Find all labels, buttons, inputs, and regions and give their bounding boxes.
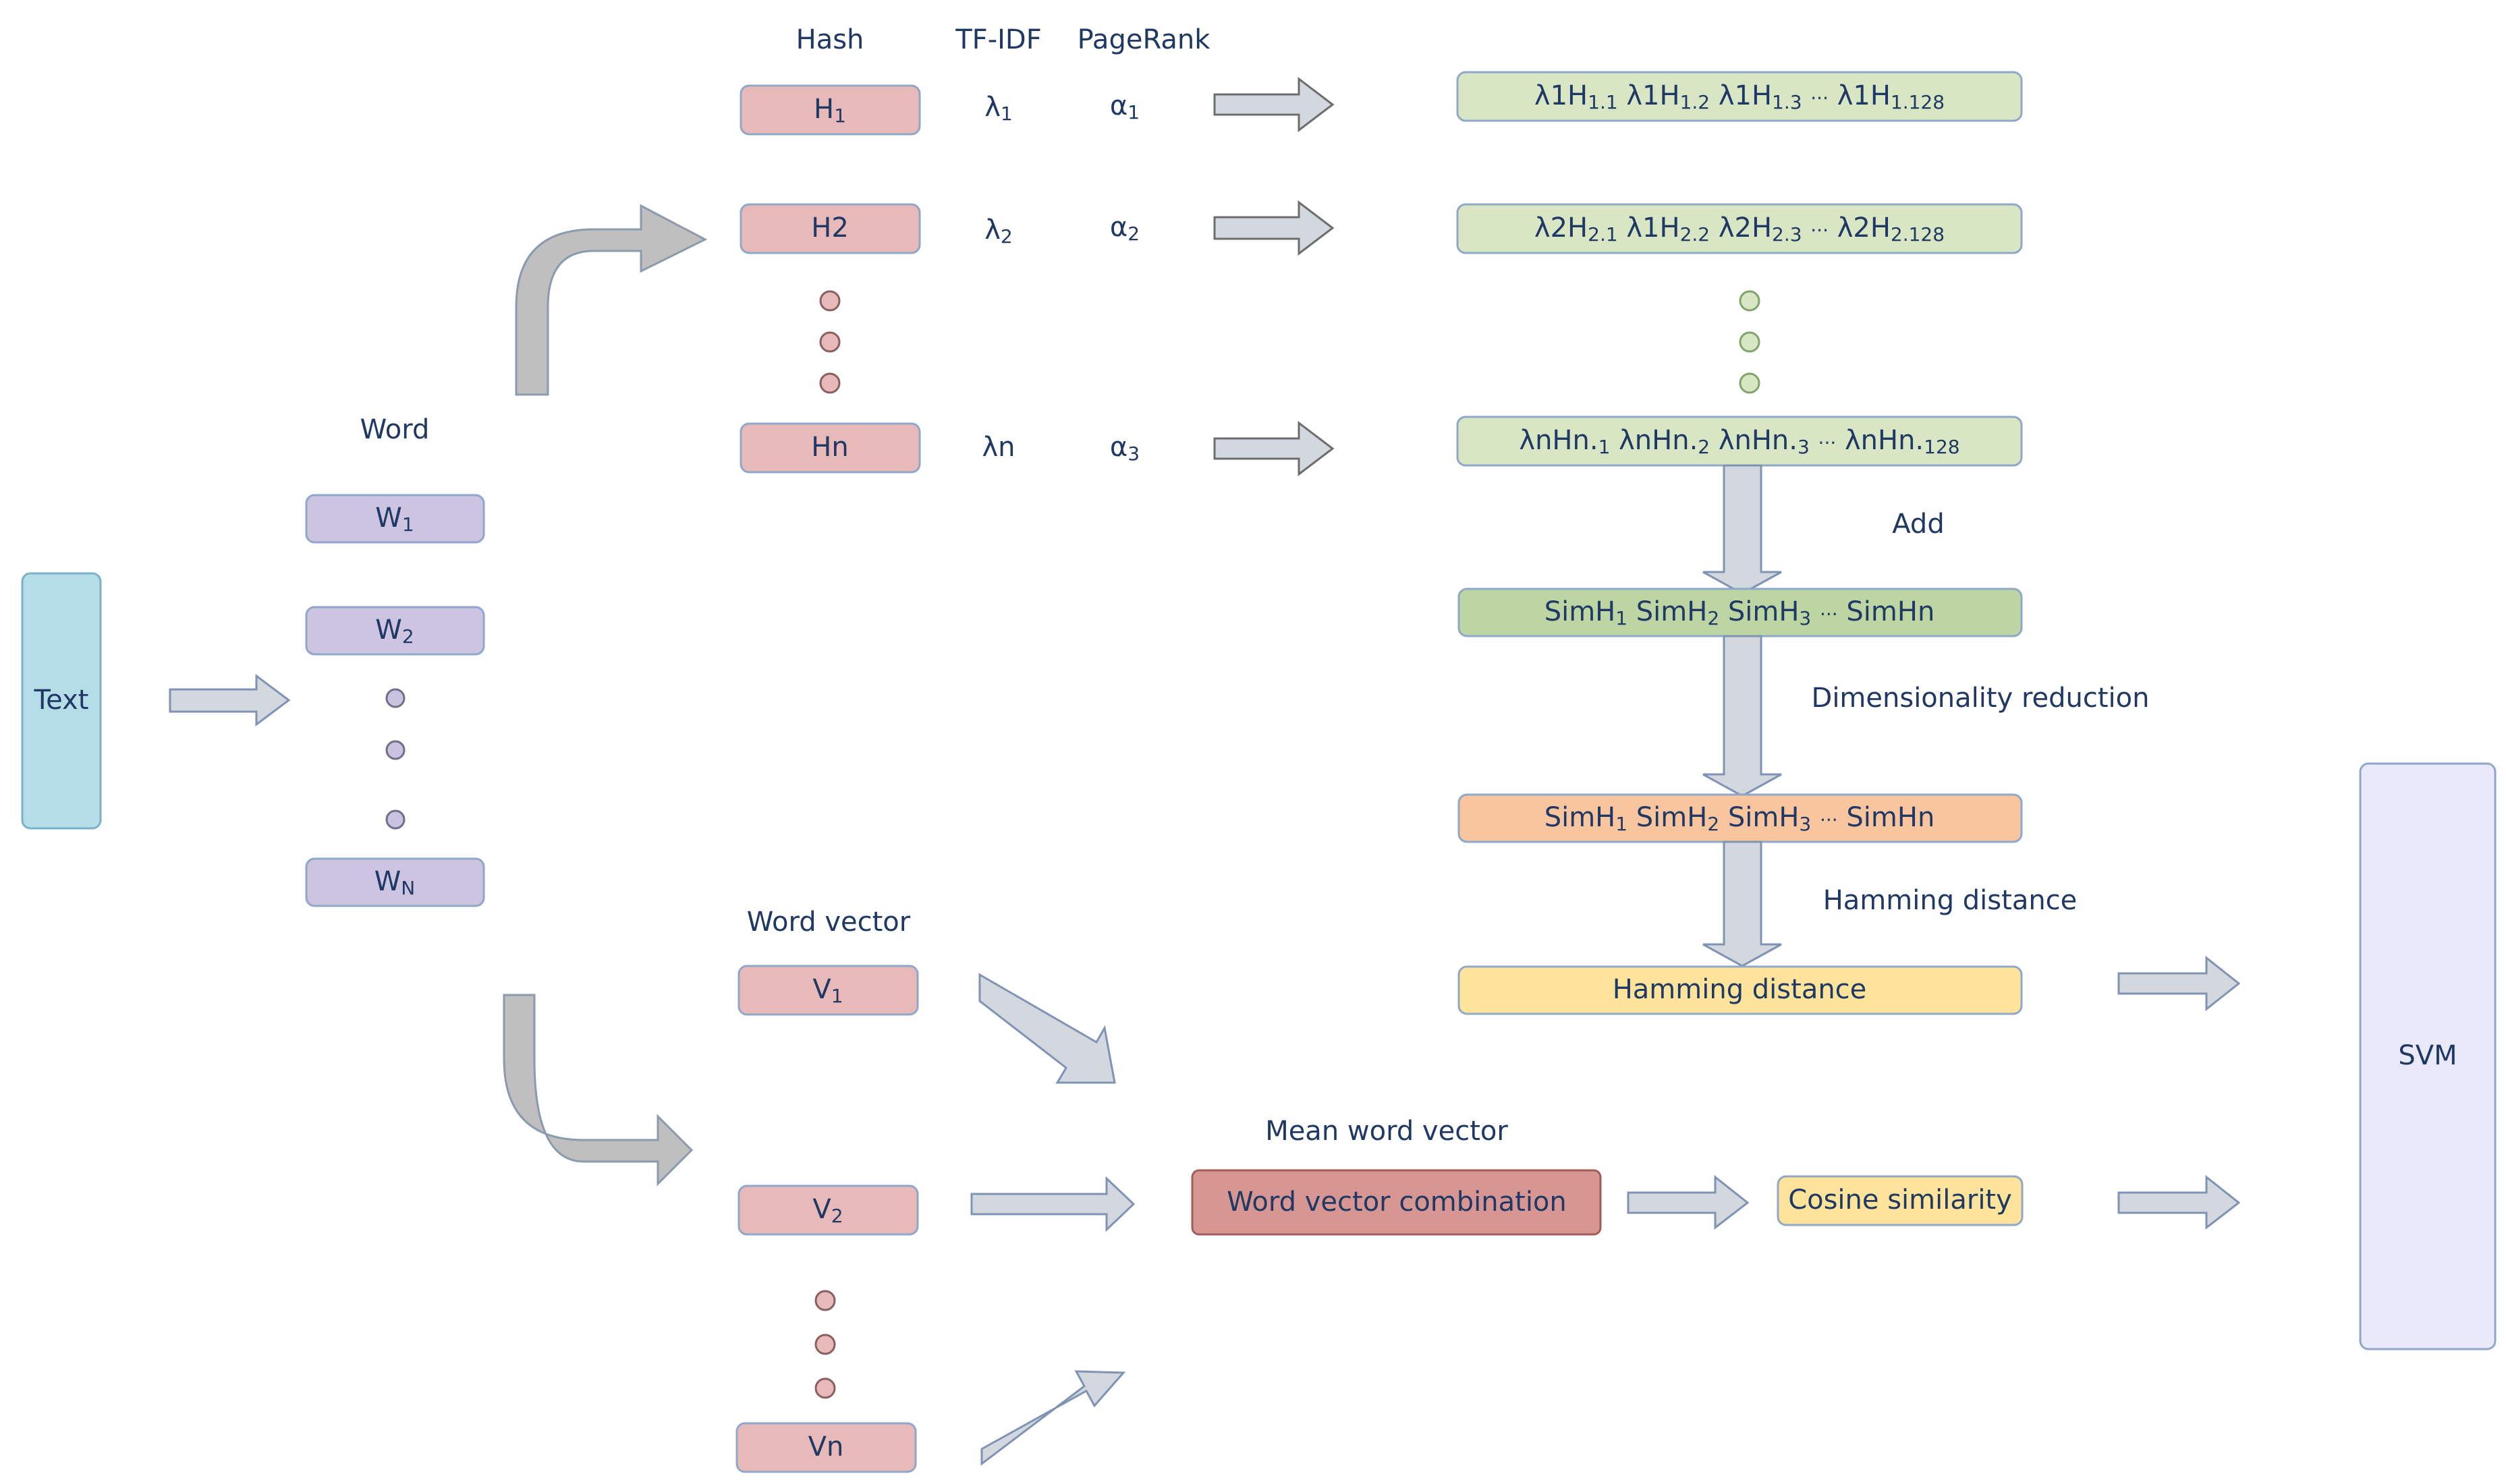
cosine-similarity-label: Cosine similarity (1788, 1185, 2012, 1216)
text-node-label: Text (34, 685, 89, 716)
word-vector-ellipsis-dots (814, 1290, 836, 1399)
bent-arrow-to-hash (515, 204, 708, 396)
hash-heading: Hash (796, 24, 864, 55)
word-box-n-label: WN (374, 866, 416, 899)
word-vector-box-2-label: V2 (812, 1194, 843, 1227)
pagerank-weight-1: α1 (1110, 90, 1140, 123)
reduced-simhash-row: SimH1 SimH2 SimH3 ··· SimHn (1457, 793, 2023, 843)
tfidf-heading: TF-IDF (955, 24, 1041, 55)
weighted-vector-2: λ2H2.1 λ1H2.2 λ2H2.3 ··· λ2H2.128 (1456, 203, 2023, 254)
tfidf-weight-1: λ1 (984, 92, 1013, 125)
bent-arrow-to-word-vectors (503, 994, 694, 1187)
hash-ellipsis-dots (819, 290, 841, 394)
word-ellipsis-dots (385, 688, 406, 830)
add-label: Add (1892, 509, 1944, 540)
reduced-simhash-row-values: SimH1 SimH2 SimH3 ··· SimHn (1544, 802, 1935, 835)
pagerank-weight-2: α2 (1110, 212, 1140, 245)
word-vector-box-2: V2 (737, 1185, 919, 1236)
mean-word-vector-label: Mean word vector (1265, 1116, 1508, 1147)
arrow-vn-to-combination (980, 1370, 1126, 1466)
word-vector-combination-box: Word vector combination (1191, 1169, 1602, 1236)
word-box-2-label: W2 (375, 615, 414, 648)
weighted-vector-n-values: λnHn.1 λnHn.2 λnHn.3 ··· λnHn.128 (1519, 425, 1959, 458)
weighted-vector-1: λ1H1.1 λ1H1.2 λ1H1.3 ··· λ1H1.128 (1456, 71, 2023, 122)
arrow-hamming-to-svm (2117, 955, 2241, 1012)
svm-label: SVM (2398, 1040, 2457, 1071)
text-node: Text (21, 572, 102, 830)
cosine-similarity-box: Cosine similarity (1777, 1175, 2024, 1226)
arrow-cosine-to-svm (2117, 1174, 2241, 1230)
arrow-combination-to-cosine (1627, 1174, 1750, 1230)
pagerank-heading: PageRank (1078, 24, 1211, 55)
word-box-2: W2 (305, 606, 485, 656)
arrow-v2-to-combination (970, 1176, 1136, 1232)
hash-box-n: Hn (740, 422, 921, 474)
vector-ellipsis-dots (1739, 290, 1760, 394)
word-box-n: WN (305, 857, 485, 907)
hamming-distance-box: Hamming distance (1457, 965, 2023, 1015)
simhash-row-values: SimH1 SimH2 SimH3 ··· SimHn (1544, 596, 1935, 629)
arrow-v1-to-combination (978, 973, 1116, 1084)
arrow-text-to-words (169, 674, 291, 726)
tfidf-weight-n: λn (982, 432, 1015, 463)
word-vector-box-1: V1 (737, 965, 919, 1016)
hash-box-1: H1 (740, 84, 921, 136)
weighted-vector-n: λnHn.1 λnHn.2 λnHn.3 ··· λnHn.128 (1456, 416, 2023, 467)
tfidf-weight-2: λ2 (984, 215, 1013, 248)
hash-box-n-label: Hn (811, 432, 848, 463)
simhash-row: SimH1 SimH2 SimH3 ··· SimHn (1457, 588, 2023, 637)
word-vector-box-1-label: V1 (812, 974, 843, 1007)
arrow-row-n (1213, 420, 1335, 477)
weighted-vector-2-values: λ2H2.1 λ1H2.2 λ2H2.3 ··· λ2H2.128 (1534, 212, 1945, 246)
hamming-distance-step-label: Hamming distance (1823, 885, 2078, 916)
hash-box-2: H2 (740, 203, 921, 254)
dimensionality-reduction-label: Dimensionality reduction (1812, 683, 2150, 714)
hamming-distance-box-label: Hamming distance (1613, 974, 1867, 1005)
word-vector-box-n-label: Vn (808, 1431, 844, 1462)
pagerank-weight-n: α3 (1110, 432, 1140, 465)
hash-box-2-label: H2 (811, 212, 849, 244)
arrow-hamming-distance (1702, 840, 1782, 967)
arrow-dimensionality-reduction (1702, 635, 1782, 797)
word-box-1-label: W1 (375, 503, 414, 536)
word-heading: Word (360, 414, 430, 445)
weighted-vector-1-values: λ1H1.1 λ1H1.2 λ1H1.3 ··· λ1H1.128 (1534, 80, 1945, 113)
arrow-row-1 (1213, 76, 1335, 133)
word-vector-heading: Word vector (747, 907, 911, 938)
svm-node: SVM (2359, 762, 2497, 1350)
hash-box-1-label: H1 (814, 94, 846, 127)
arrow-row-2 (1213, 200, 1335, 256)
arrow-add (1702, 464, 1782, 595)
word-vector-box-n: Vn (735, 1422, 917, 1473)
word-vector-combination-label: Word vector combination (1227, 1187, 1567, 1218)
word-box-1: W1 (305, 494, 485, 544)
